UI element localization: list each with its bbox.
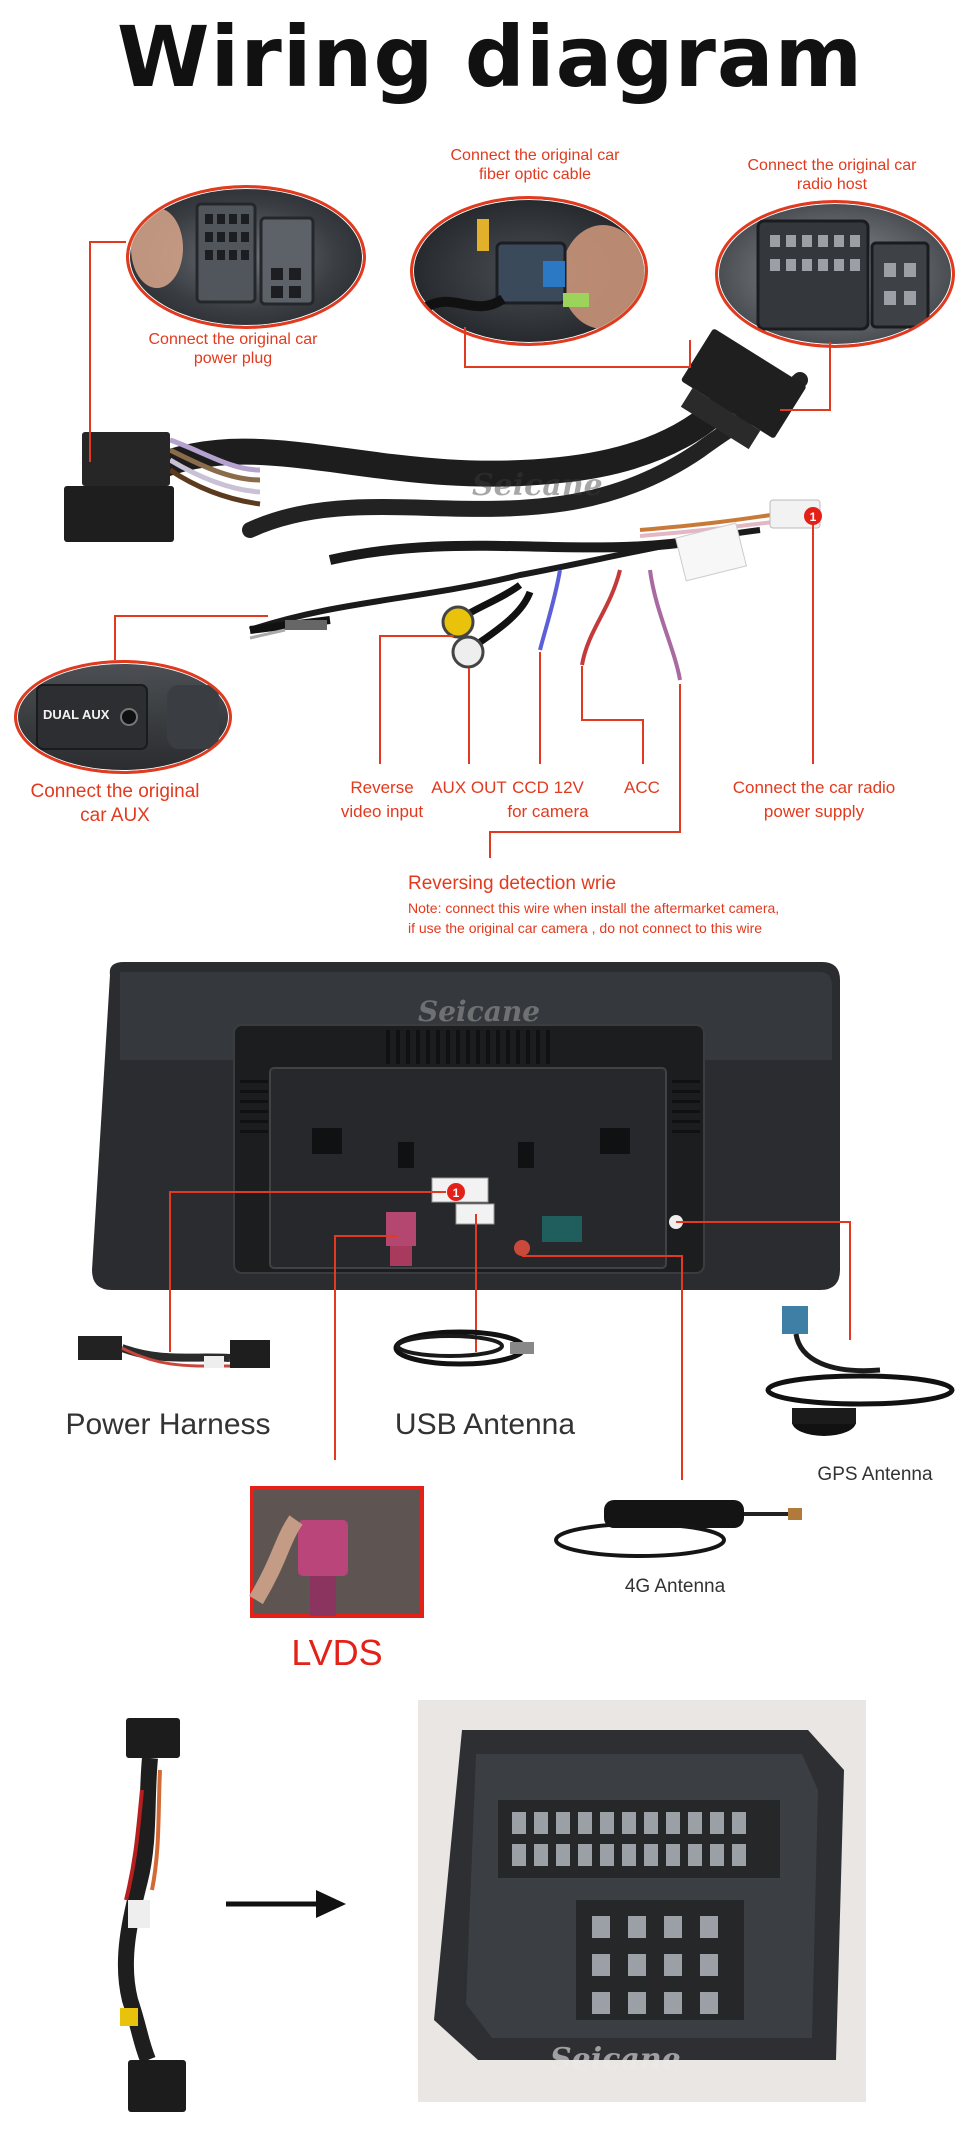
label-4g-antenna: 4G Antenna bbox=[624, 1576, 726, 1597]
brand-watermark-connector: Seicane bbox=[550, 2042, 681, 2077]
label-power-plug: Connect the original car power plug bbox=[148, 331, 318, 367]
label-car-aux: Connect the original car AUX bbox=[30, 781, 200, 826]
label-aux-out: AUX OUT bbox=[431, 778, 507, 797]
brand-watermark-harness: Seicane bbox=[472, 468, 603, 503]
arrow-right-icon bbox=[226, 1890, 346, 1918]
connector-closeup-drawing bbox=[418, 1700, 866, 2102]
label-usb-antenna: USB Antenna bbox=[394, 1408, 576, 1441]
harness-vertical-drawing bbox=[117, 1718, 186, 2112]
label-fiber-optic: Connect the original car fiber optic cab… bbox=[450, 147, 620, 183]
label-acc: ACC bbox=[624, 778, 660, 797]
dual-aux-text: DUAL AUX bbox=[43, 707, 110, 722]
antenna-4g-drawing bbox=[554, 1500, 802, 1558]
harness-diagram: 1 bbox=[64, 241, 831, 858]
fiber-optic-photo bbox=[410, 196, 648, 346]
power-plug-photo bbox=[126, 185, 366, 329]
reversing-note-line-1: Note: connect this wire when install the… bbox=[408, 900, 780, 916]
reversing-note-line-2: if use the original car camera , do not … bbox=[408, 920, 763, 936]
label-power-harness: Power Harness bbox=[65, 1408, 271, 1441]
fiber-optic-drawing bbox=[420, 219, 645, 329]
radio-host-photo bbox=[715, 200, 955, 348]
power-harness-drawing bbox=[78, 1336, 270, 1368]
brand-watermark-unit: Seicane bbox=[418, 995, 541, 1028]
label-reverse-video: Reverse video input bbox=[340, 778, 424, 821]
usb-antenna-drawing bbox=[393, 1329, 534, 1367]
marker-2-text: 1 bbox=[453, 1186, 460, 1200]
car-aux-drawing bbox=[36, 684, 219, 750]
marker-1-text: 1 bbox=[810, 510, 817, 524]
label-reversing-title: Reversing detection wrie bbox=[408, 873, 617, 894]
radio-host-drawing bbox=[756, 219, 930, 331]
gps-antenna-drawing bbox=[765, 1306, 955, 1436]
page-title: Wiring diagram bbox=[116, 8, 864, 106]
label-ccd: CCD 12V for camera bbox=[507, 778, 589, 821]
label-lvds: LVDS bbox=[291, 1632, 383, 1673]
label-radio-host: Connect the original car radio host bbox=[747, 157, 917, 193]
car-aux-photo: DUAL AUX bbox=[14, 660, 232, 774]
label-gps-antenna: GPS Antenna bbox=[817, 1464, 933, 1485]
power-plug-drawing bbox=[131, 202, 315, 306]
label-radio-power: Connect the car radio power supply bbox=[732, 778, 896, 821]
